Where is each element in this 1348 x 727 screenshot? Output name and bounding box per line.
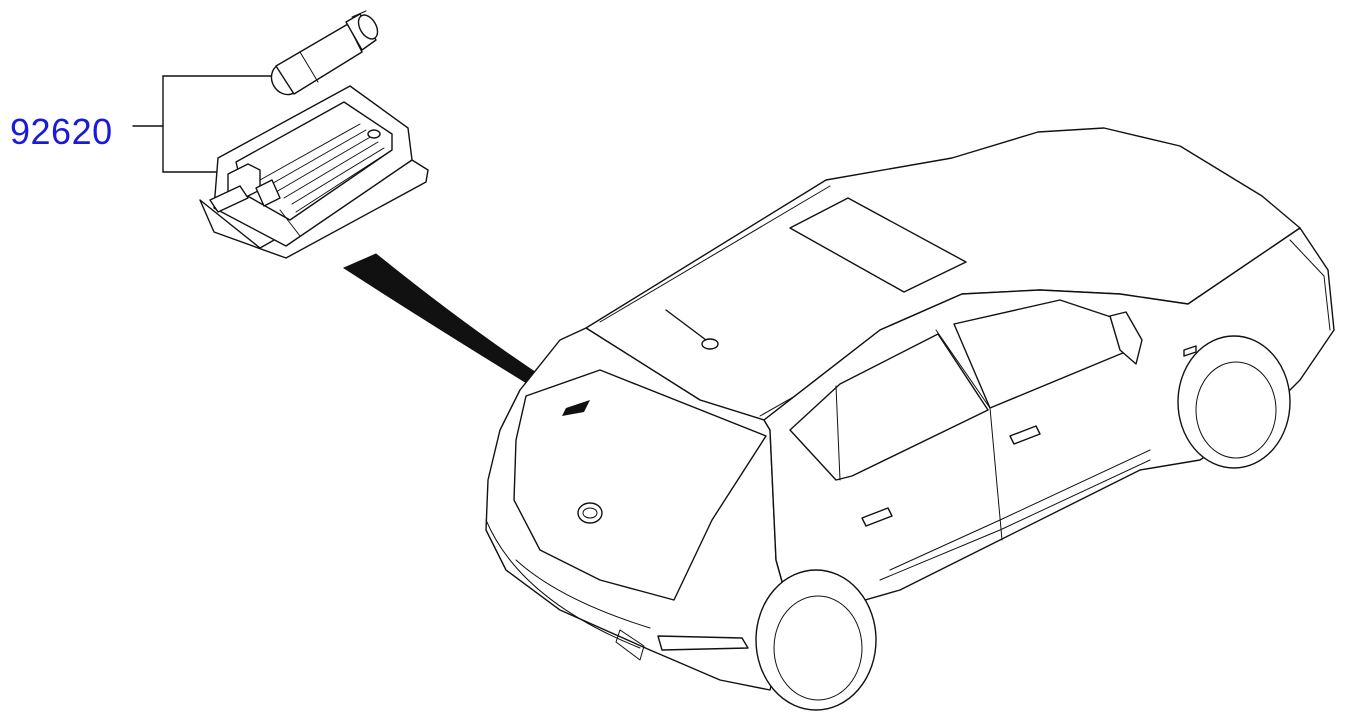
pointer-arrow	[342, 253, 557, 397]
lamp-housing-icon[interactable]	[199, 85, 429, 259]
part-leader-lines	[132, 75, 273, 173]
hatchback-car-icon	[485, 127, 1335, 711]
part-number-label[interactable]: 92620	[10, 111, 113, 152]
bulb-icon[interactable]	[266, 10, 382, 100]
